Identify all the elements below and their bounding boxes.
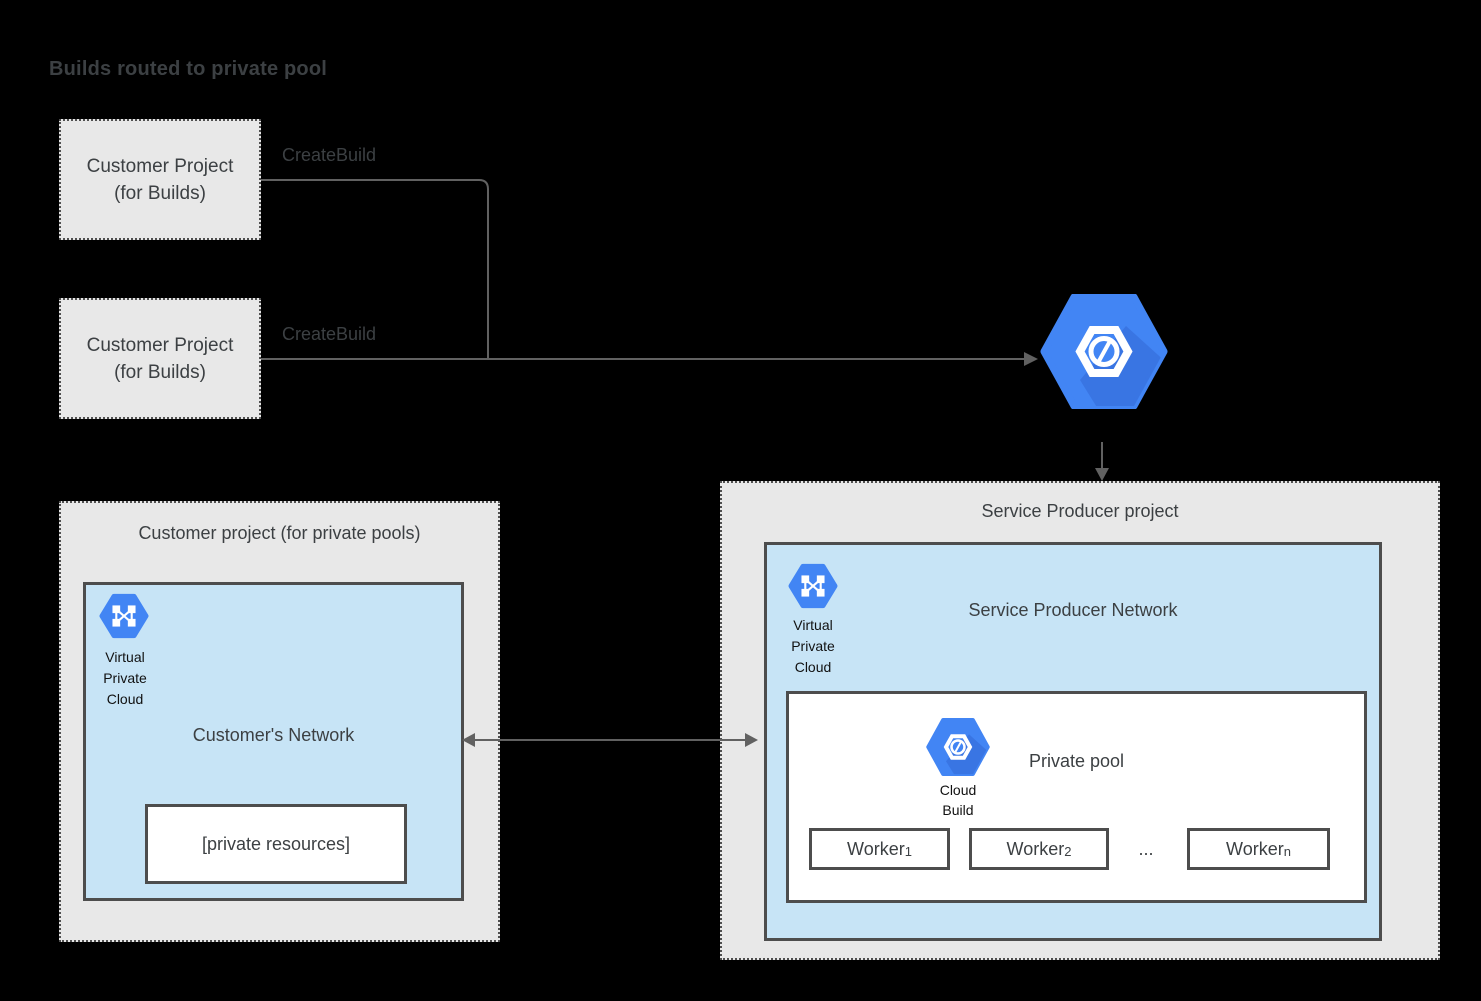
worker-label: Worker — [847, 838, 905, 859]
box-label-line: (for Builds) — [114, 361, 206, 383]
createbuild-label-2: CreateBuild — [282, 324, 377, 344]
arrowhead-into-cloud-build — [1024, 352, 1038, 366]
createbuild-label-1: CreateBuild — [282, 145, 377, 165]
page-title: Builds routed to private pool — [49, 58, 328, 80]
box-label-line: Customer Project — [86, 155, 234, 177]
box-label-line: (for Builds) — [114, 182, 206, 204]
worker-label: Worker — [1226, 838, 1284, 859]
vpc-caption-line: Virtual — [105, 649, 145, 665]
vpc-caption-line: Cloud — [106, 691, 144, 707]
cloud-build-caption-line: Build — [942, 802, 974, 818]
customer-project-builds-box-1: Customer Project (for Builds) — [59, 119, 261, 240]
cloud-build-icon — [926, 718, 990, 776]
customer-project-builds-label-2: Customer Project (for Builds) — [87, 332, 234, 386]
vpc-caption-line: Private — [103, 670, 147, 686]
vpc-caption-line: Virtual — [793, 617, 833, 633]
customer-project-builds-label-1: Customer Project (for Builds) — [87, 153, 234, 207]
customer-network-label: Customer's Network — [192, 725, 355, 745]
vpc-caption: Virtual Private Cloud — [86, 647, 164, 710]
service-producer-network-box: Virtual Private Cloud Service Producer N… — [764, 542, 1382, 941]
customer-network-box: Virtual Private Cloud Customer's Network… — [83, 582, 464, 901]
worker-subscript: 2 — [1064, 843, 1072, 859]
workers-ellipsis: ... — [1138, 839, 1154, 859]
virtual-private-cloud-icon — [99, 593, 149, 639]
customer-pool-project-container: Customer project (for private pools) — [59, 501, 500, 942]
worker-subscript: 1 — [904, 843, 912, 859]
vpc-caption-line: Cloud — [794, 659, 832, 675]
vpc-caption-line: Private — [791, 638, 835, 654]
worker-subscript: n — [1283, 843, 1291, 859]
customer-project-builds-box-2: Customer Project (for Builds) — [59, 298, 261, 419]
customer-pool-project-title: Customer project (for private pools) — [138, 523, 421, 543]
vpc-caption: Virtual Private Cloud — [774, 615, 852, 678]
private-resources-label: [private resources] — [201, 833, 351, 854]
virtual-private-cloud-icon — [788, 563, 838, 609]
service-producer-project-title: Service Producer project — [981, 501, 1179, 521]
private-pool-label: Private pool — [1028, 751, 1125, 771]
service-producer-network-label: Service Producer Network — [968, 600, 1178, 620]
box-label-line: Customer Project — [86, 334, 234, 356]
arrowhead-down — [1095, 468, 1109, 481]
cloud-build-icon — [1040, 294, 1168, 409]
cloud-build-caption: Cloud Build — [893, 780, 1023, 820]
private-resources-box: [private resources] — [145, 804, 407, 884]
service-producer-project-container: Service Producer project — [720, 481, 1440, 960]
worker-label: Worker — [1006, 838, 1065, 859]
cloud-build-caption-line: Cloud — [939, 782, 977, 798]
